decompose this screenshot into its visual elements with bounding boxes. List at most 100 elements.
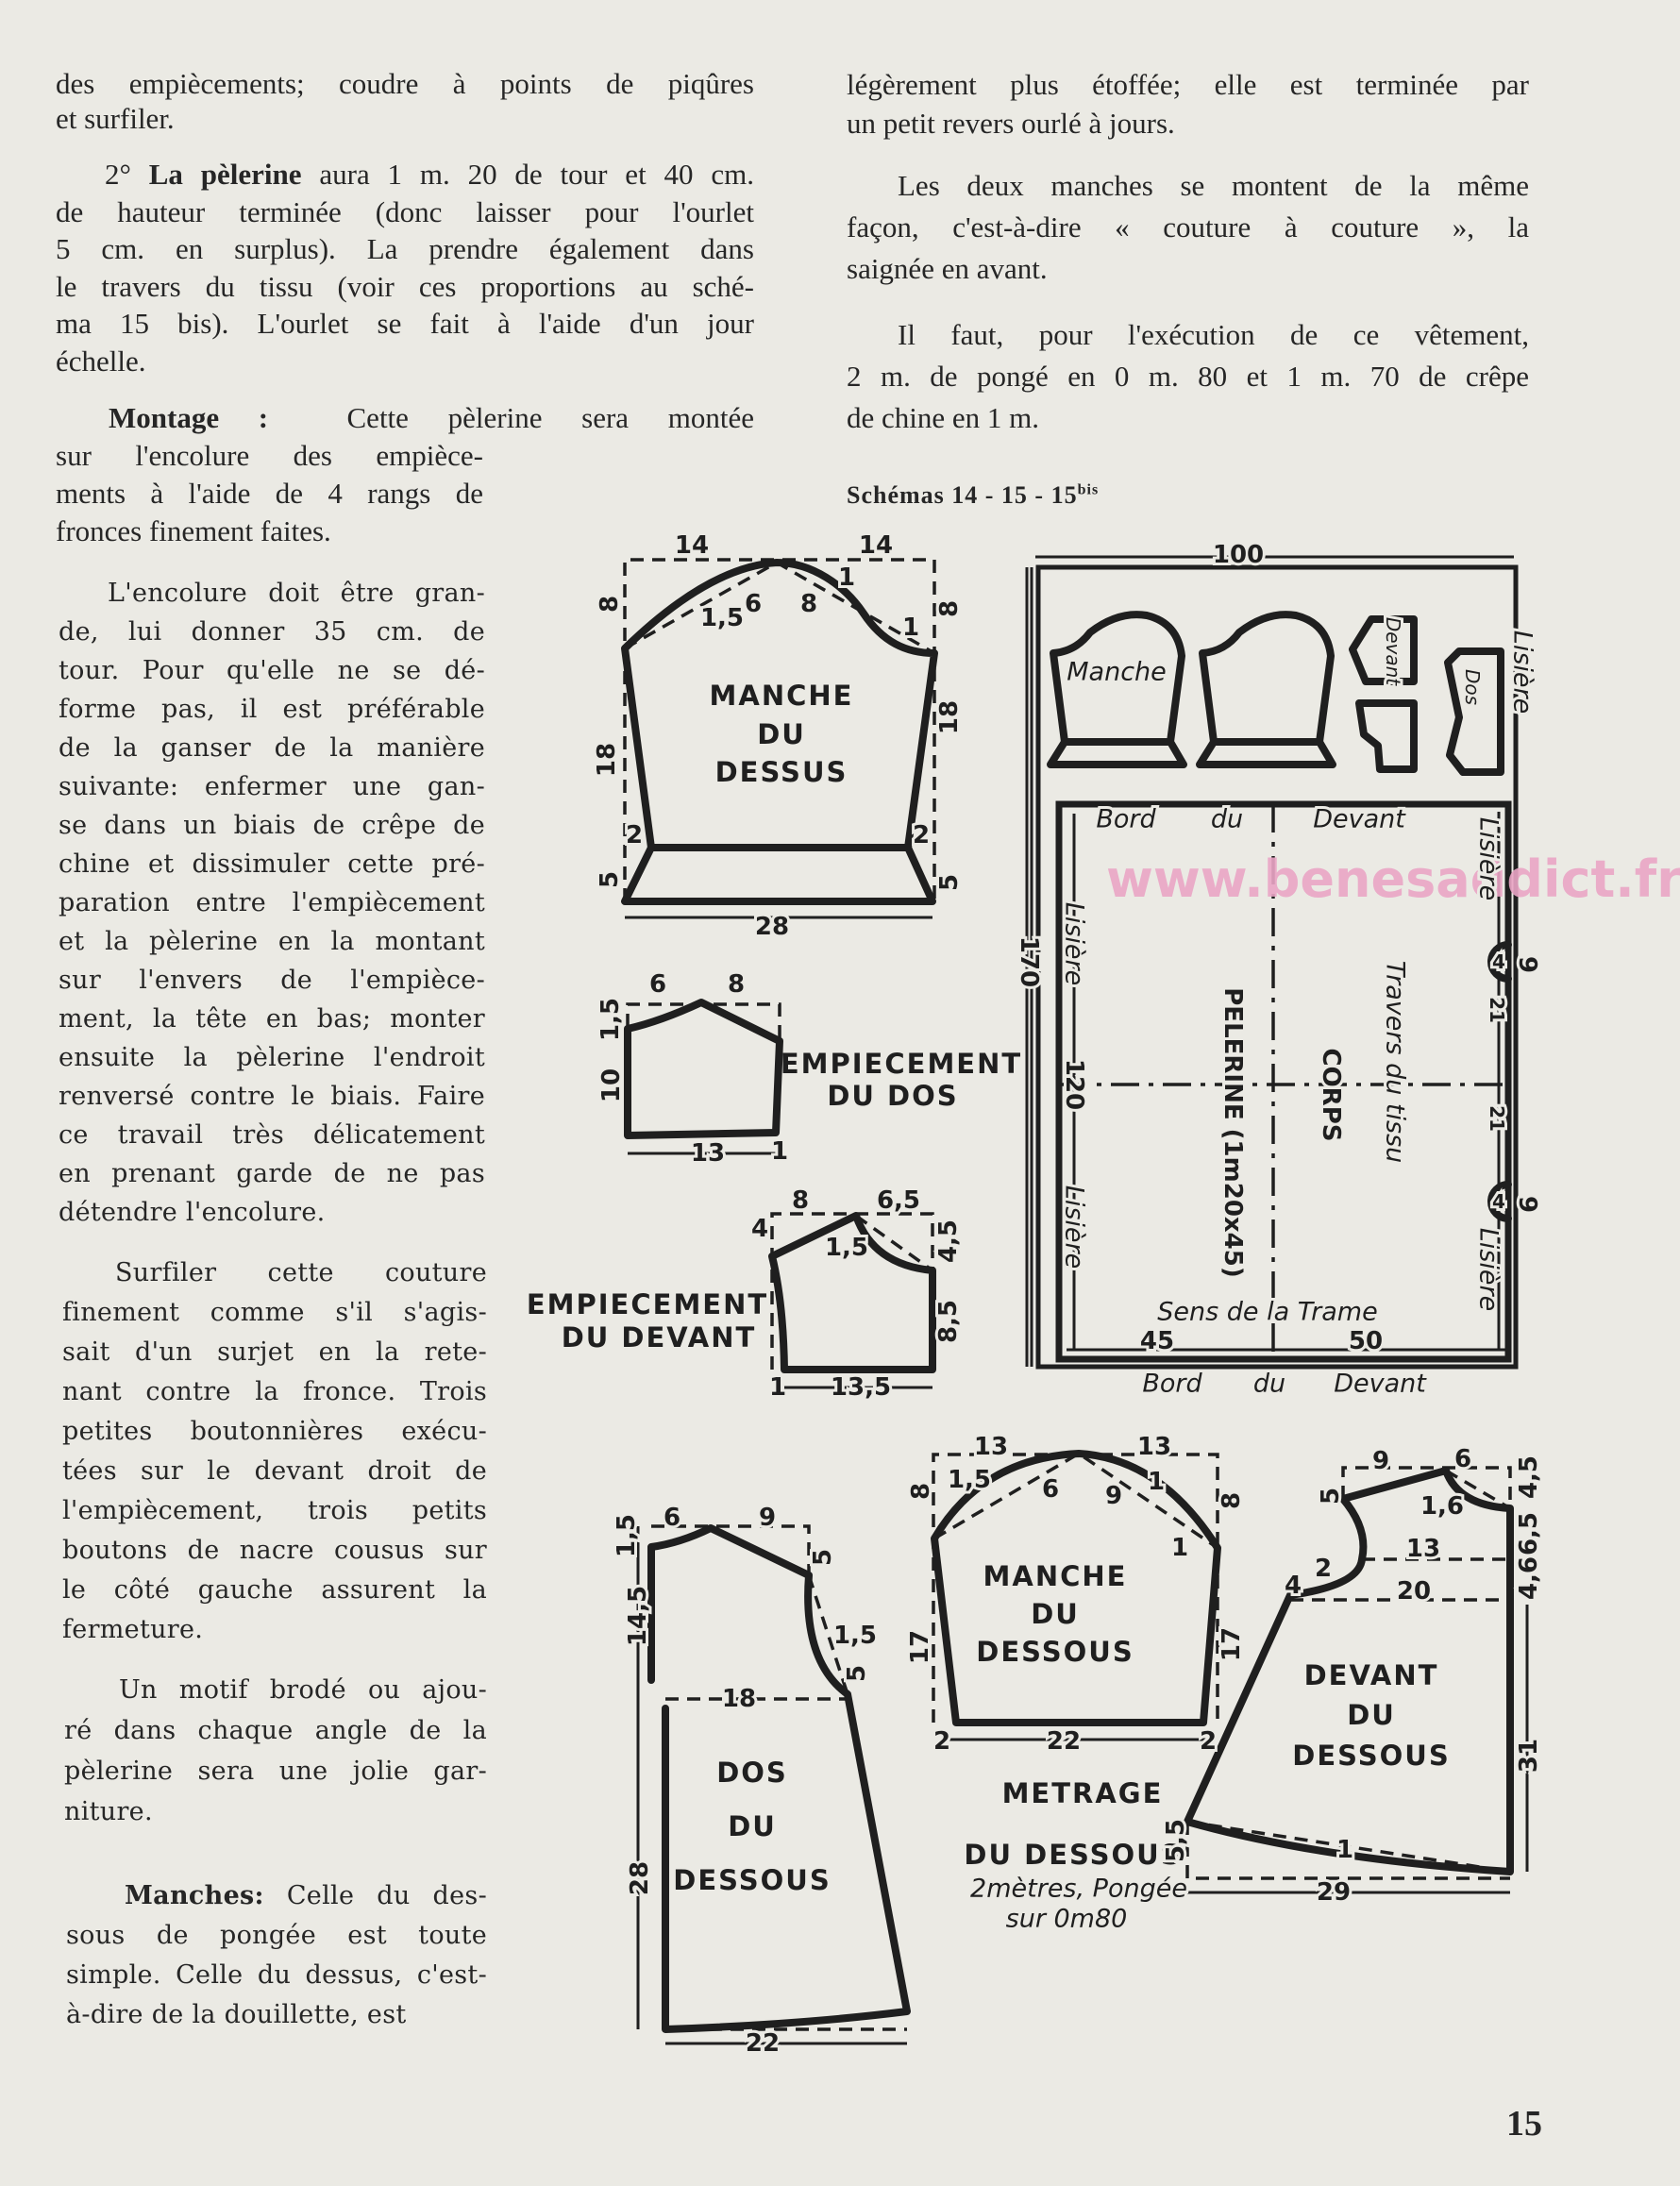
text-line: forme pas, il est préférable [59, 695, 485, 724]
bold-lead: Montage : [109, 401, 269, 434]
metrage-title: DU DESSOUS [964, 1839, 1182, 1871]
text-line: sur l'encolure des empièce- [56, 439, 483, 472]
paragraph: légèrement plus étoffée; elle est termin… [847, 65, 1529, 143]
piece-title: DESSUS [715, 756, 848, 788]
dimension-label: 8,5 [934, 1300, 963, 1343]
dimension-label: 1 [771, 1137, 788, 1166]
front-outline [1184, 1467, 1514, 1875]
layout-label: 120 [1060, 1059, 1088, 1110]
dimension-lines [1185, 1466, 1512, 1880]
text-line: l'empiècement, trois petits [62, 1496, 487, 1525]
diagram-devant-dessous [1184, 1466, 1529, 1894]
dimension-label: 2 [933, 1727, 950, 1756]
piece-title: DESSOUS [976, 1636, 1134, 1668]
layout-label: Lisière [1474, 817, 1504, 900]
layout-label: Lisière [1508, 631, 1537, 714]
outer-arrows [1025, 555, 1514, 1367]
text-line: fronces finement faites. [56, 514, 331, 547]
text-line: détendre l'encolure. [59, 1198, 326, 1227]
piece-manche-1 [1047, 611, 1187, 768]
text-line: suivante: enfermer une gan- [59, 772, 485, 801]
text-line: de la ganser de la manière [59, 733, 485, 763]
dimension-label: 4,5 [934, 1219, 963, 1263]
dimension-label: 4,6 [1515, 1556, 1543, 1600]
text-line: ments à l'aide de 4 rangs de [56, 477, 483, 510]
layout-label: CORPS [1317, 1049, 1345, 1142]
dimension-label: 18 [593, 743, 621, 777]
dimension-label: 28 [755, 913, 789, 941]
dimension-label: 29 [1317, 1878, 1351, 1907]
text-line: Montage : Cette pèlerine sera montée [56, 399, 754, 437]
layout-label: Lisière [1060, 902, 1089, 985]
dimension-label: 8 [800, 590, 817, 618]
paragraph-pelerine: 2° La pèlerine aura 1 m. 20 de tour et 4… [56, 156, 754, 379]
dimension-label: 1 [902, 614, 919, 642]
text-line: tées sur le devant droit de [62, 1456, 487, 1486]
dimension-lines [770, 1212, 934, 1370]
text-line: ensuite la pèlerine l'endroit [59, 1043, 485, 1072]
diagram-dos-dessous [636, 1524, 911, 2045]
inner-arrows [1067, 812, 1508, 1352]
dimension-label: 6 [745, 590, 762, 618]
paragraph-manches-montage: Les deux manches se montent de la même fa… [847, 165, 1529, 290]
dimension-label: 8 [1218, 1492, 1246, 1509]
dimension-label: 28 [626, 1861, 654, 1895]
piece-dos [1444, 647, 1504, 776]
metrage-title: METRAGE [1002, 1777, 1164, 1809]
piece-title: EMPIECEMENT [781, 1048, 1022, 1080]
sleeve-outline [931, 1450, 1221, 1726]
piece-manche-2 [1196, 611, 1336, 768]
dimension-label: 6,5 [1515, 1512, 1543, 1555]
dimension-arrows [636, 1526, 907, 2045]
text-line: un petit revers ourlé à jours. [847, 107, 1175, 140]
dimension-label: 13 [1406, 1535, 1440, 1563]
text-line: L'encolure doit être gran- [108, 579, 485, 608]
text-line: pèlerine sera une jolie gar- [64, 1757, 487, 1786]
fabric-outer [1035, 564, 1519, 1370]
piece-title: DU [728, 1810, 777, 1842]
layout-label: 50 [1349, 1327, 1383, 1355]
buttonhole-marks [1487, 941, 1512, 1222]
dimension-label: 6 [664, 1504, 680, 1532]
piece-title: DESSOUS [1292, 1740, 1450, 1772]
text-line: finement comme s'il s'agis- [62, 1298, 487, 1327]
dimension-label: 6 [1042, 1475, 1059, 1504]
yoke-outline [768, 1212, 936, 1373]
dimension-label: 13,5 [831, 1373, 891, 1402]
dimension-label: 14 [859, 531, 893, 560]
layout-label: 21 [1486, 1105, 1508, 1132]
dimension-label: 31 [1515, 1739, 1543, 1773]
text-line: 2° La pèlerine aura 1 m. 20 de tour et 4… [56, 156, 754, 193]
layout-label: Sens de la Trame [1157, 1298, 1377, 1327]
paragraph: des empiècements; coudre à points de piq… [56, 66, 754, 136]
piece-title: DOS [716, 1757, 788, 1789]
piece-devant [1349, 615, 1418, 685]
dimension-label: 1 [1171, 1534, 1188, 1562]
metrage-note: sur 0m80 [1006, 1905, 1128, 1934]
text-run: Celle du des- [263, 1881, 487, 1910]
cuff-outline [621, 844, 936, 905]
dimension-label: 17 [1218, 1627, 1246, 1661]
layout-label: Manche [1067, 658, 1167, 687]
text-line: fermeture. [62, 1615, 204, 1644]
text-line: Les deux manches se montent de la même [898, 169, 1529, 202]
dimension-label: 8 [907, 1483, 935, 1500]
text-line: tour. Pour qu'elle ne se dé- [59, 656, 485, 685]
layout-label: 170 [1015, 936, 1043, 987]
text-line: façon, c'est-à-dire « couture à couture … [847, 210, 1529, 244]
piece-title: DEVANT [1304, 1659, 1439, 1691]
fabric-inner [1055, 800, 1512, 1363]
dimension-label: 6,5 [877, 1186, 920, 1215]
dimension-label: 5 [1317, 1488, 1345, 1505]
diagram-empiecement-dos [624, 999, 783, 1155]
schemas-caption: Schémas 14 - 15 - 15bis [847, 481, 1099, 510]
diagram-manche-dessus [621, 558, 938, 919]
diagram-fabric-layout: www.benesaddict.fr [1025, 555, 1680, 1370]
dimension-label: 17 [906, 1630, 934, 1664]
text-line: échelle. [56, 344, 146, 378]
dimension-label: 5 [843, 1665, 871, 1682]
text-line: ce travail très délicatement [59, 1120, 485, 1150]
layout-label: Lisière [1060, 1185, 1089, 1269]
